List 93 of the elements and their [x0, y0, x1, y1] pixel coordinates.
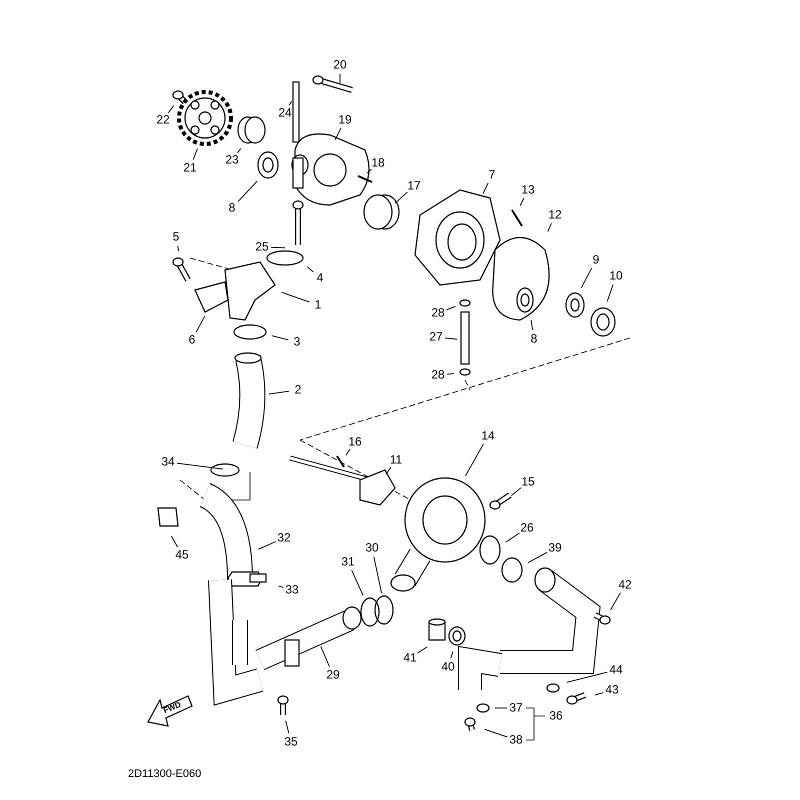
callout-number: 44 — [609, 664, 623, 676]
callout-number: 19 — [338, 114, 352, 126]
callout-number: 28 — [431, 306, 445, 320]
callout-number: 20 — [333, 58, 347, 72]
leader-line — [238, 180, 258, 202]
callout-number: 5 — [172, 230, 180, 244]
callout-number: 4 — [316, 272, 324, 284]
leader-line — [268, 390, 290, 394]
callout-number: 16 — [348, 436, 362, 448]
leader-line — [594, 692, 604, 696]
leader-line — [505, 532, 520, 543]
callout-number: 6 — [188, 334, 196, 346]
leader-line — [606, 284, 614, 302]
leader-line — [170, 536, 178, 548]
callout-number: 27 — [429, 330, 443, 344]
leader-line — [278, 586, 284, 588]
leader-line — [386, 466, 392, 475]
leader-line — [580, 268, 592, 288]
leader-line — [237, 148, 242, 154]
callout-number: 39 — [548, 542, 562, 554]
leader-line — [465, 443, 484, 476]
callout-number: 10 — [609, 270, 623, 282]
drawing-code: 2D11300-E060 — [128, 768, 202, 780]
leader-line — [288, 100, 292, 106]
leader-line — [482, 182, 489, 194]
leader-line — [446, 373, 454, 375]
callout-number: 22 — [156, 114, 170, 126]
leader-line — [528, 552, 548, 564]
leader-line — [270, 246, 286, 248]
leader-line — [417, 646, 428, 654]
leader-line — [196, 316, 206, 332]
callout-number: 8 — [530, 332, 538, 346]
callout-number: 33 — [285, 584, 299, 596]
leader-line — [285, 720, 290, 734]
leader-line — [484, 728, 508, 738]
callout-number: 30 — [365, 542, 379, 554]
leader-line — [566, 672, 608, 683]
callout-number: 40 — [441, 660, 455, 674]
leader-line — [610, 592, 621, 610]
callout-number: 8 — [228, 202, 236, 214]
callout-number: 13 — [521, 184, 535, 196]
callout-number: 7 — [488, 168, 496, 182]
callout-number: 11 — [390, 454, 402, 466]
callout-number: 35 — [284, 736, 298, 748]
leader-line — [177, 245, 180, 252]
leader-line — [450, 651, 454, 659]
leader-line — [346, 448, 350, 456]
leader-line — [192, 148, 198, 160]
callout-number: 15 — [521, 476, 535, 488]
callout-number: 25 — [255, 240, 269, 254]
direction-text: FWD — [162, 700, 182, 716]
leader-line — [373, 556, 382, 594]
callout-number: 14 — [481, 430, 495, 442]
leader-line — [394, 192, 408, 204]
leader-line — [520, 198, 524, 206]
callout-number: 32 — [277, 532, 291, 544]
callout-number: 1 — [314, 298, 322, 312]
callout-number: 43 — [605, 684, 619, 696]
leader-line — [547, 222, 552, 232]
callout-number: 28 — [431, 368, 445, 382]
callout-number: 37 — [509, 702, 523, 714]
callout-number: 31 — [341, 556, 355, 568]
callout-number: 41 — [403, 652, 417, 664]
callout-number: 21 — [183, 162, 197, 174]
callout-number: 29 — [326, 668, 340, 682]
callout-number: 2 — [294, 384, 302, 396]
callout-number: 17 — [407, 180, 421, 192]
callout-number: 34 — [161, 456, 175, 468]
callout-number: 12 — [548, 208, 562, 222]
callout-number: 36 — [549, 710, 563, 722]
leader-line — [530, 319, 534, 331]
leader-line — [510, 487, 522, 496]
leader-line — [366, 168, 372, 174]
callout-number: 3 — [294, 336, 300, 348]
callout-number: 23 — [225, 154, 239, 166]
leader-line — [320, 646, 330, 668]
leader-line — [271, 335, 289, 340]
leader-line — [168, 105, 174, 114]
callout-number: 18 — [371, 156, 385, 170]
leader-line — [351, 570, 364, 596]
callout-number: 9 — [592, 254, 600, 266]
callout-number: 38 — [509, 734, 523, 746]
leader-line — [444, 338, 458, 340]
callout-number: 42 — [618, 578, 632, 592]
callout-number: 45 — [175, 548, 189, 562]
leader-line — [176, 462, 224, 470]
leader-line — [334, 128, 342, 140]
callout-number: 26 — [520, 522, 534, 534]
leader-line — [306, 266, 314, 272]
leader-line — [258, 541, 276, 550]
leader-line — [281, 292, 310, 302]
callout-number: 24 — [278, 106, 292, 120]
leader-line — [446, 306, 456, 310]
